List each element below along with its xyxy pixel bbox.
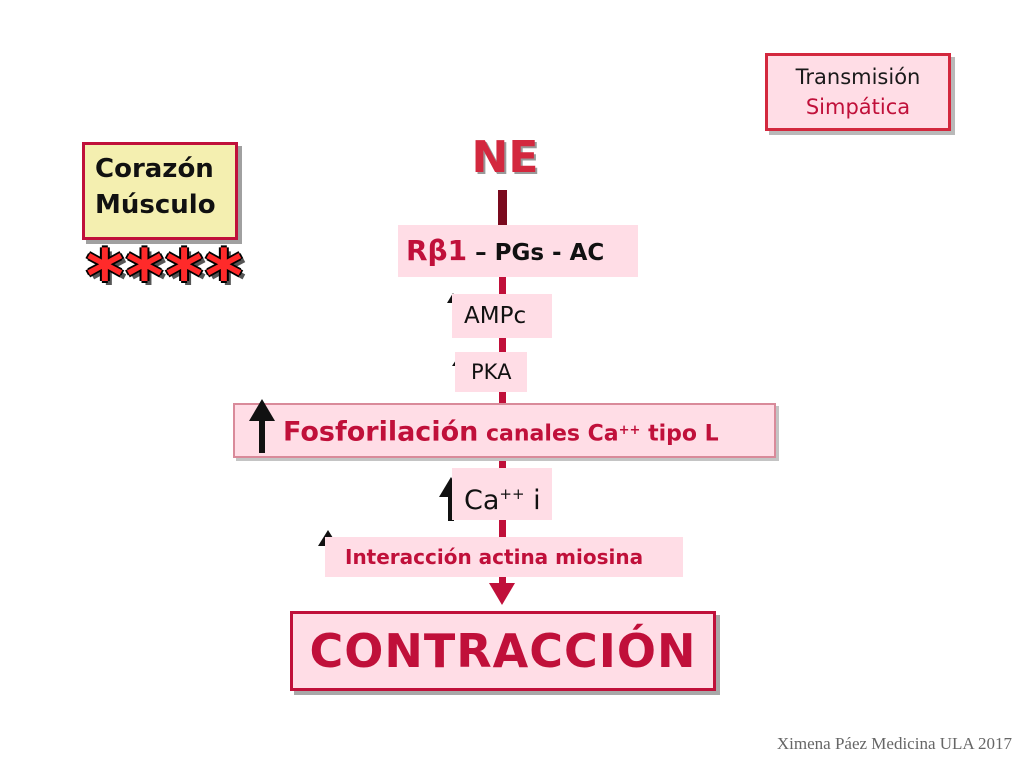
- fosforilacion-tail: tipo L: [640, 421, 719, 447]
- cai-sup: ++: [499, 485, 525, 503]
- organ-line2: Músculo: [95, 190, 216, 220]
- organ-box: Corazón Músculo: [82, 142, 238, 240]
- down-arrow-icon: [489, 583, 515, 605]
- stars-label: ****: [86, 234, 245, 318]
- transmision-line2: Simpática: [805, 95, 911, 119]
- fosforilacion-sup: ++: [618, 423, 641, 438]
- ne-label: NE: [471, 132, 539, 183]
- receptor-rest: – PGs - AC: [467, 240, 605, 266]
- fosforilacion-main: Fosforilación: [283, 416, 479, 448]
- transmision-line1: Transmisión: [795, 65, 921, 89]
- fosforilacion-rest: canales Ca: [478, 421, 619, 447]
- ampc-box: AMPc: [452, 294, 552, 338]
- ampc-label: AMPc: [464, 303, 527, 329]
- up-arrow-icon: [249, 399, 275, 453]
- interaccion-label: Interacción actina miosina: [345, 545, 644, 569]
- cai-box: Ca++ i: [452, 468, 552, 520]
- pka-label: PKA: [471, 360, 512, 384]
- footer-credit: Ximena Páez Medicina ULA 2017: [776, 734, 1012, 753]
- contraccion-box: CONTRACCIÓN: [290, 611, 716, 691]
- cai-base: Ca: [464, 485, 500, 516]
- cai-tail: i: [524, 485, 541, 516]
- fosforilacion-box: Fosforilación canales Ca++ tipo L: [233, 403, 776, 458]
- organ-line1: Corazón: [95, 154, 214, 184]
- receptor-box: Rβ1 – PGs - AC: [398, 225, 638, 277]
- flow-line-top: [498, 190, 507, 228]
- interaccion-box: Interacción actina miosina: [325, 537, 683, 577]
- pka-box: PKA: [455, 352, 527, 392]
- receptor-label: Rβ1: [406, 234, 468, 267]
- transmision-box: Transmisión Simpática: [765, 53, 951, 131]
- contraccion-label: CONTRACCIÓN: [309, 624, 697, 678]
